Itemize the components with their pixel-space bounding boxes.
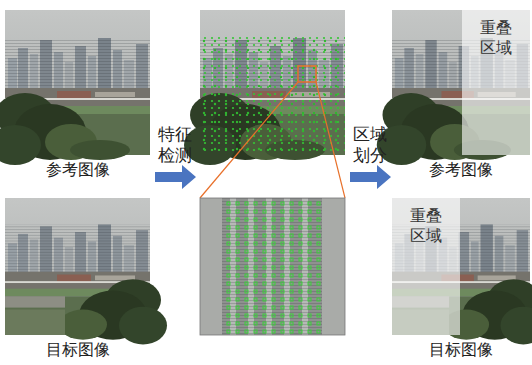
arrow-label: 区域 划分 xyxy=(348,124,392,166)
image-caption: 参考图像 xyxy=(382,160,532,180)
image-caption: 参考图像 xyxy=(0,160,160,180)
overlap-region: 重叠 区域 xyxy=(462,10,530,155)
image-panel: 参考图像 xyxy=(5,10,150,155)
image-caption: 目标图像 xyxy=(382,340,532,360)
overlap-region: 重叠 区域 xyxy=(392,198,460,335)
arrow-label: 特征 检测 xyxy=(153,124,197,166)
image-panel: 目标图像 xyxy=(5,198,150,335)
region-label: 重叠 区域 xyxy=(476,18,516,58)
image-panel: 参考图像重叠 区域 xyxy=(392,10,530,155)
image-panel: 目标图像重叠 区域 xyxy=(392,198,530,335)
region-label: 重叠 区域 xyxy=(406,206,446,246)
image-caption: 目标图像 xyxy=(0,340,160,360)
